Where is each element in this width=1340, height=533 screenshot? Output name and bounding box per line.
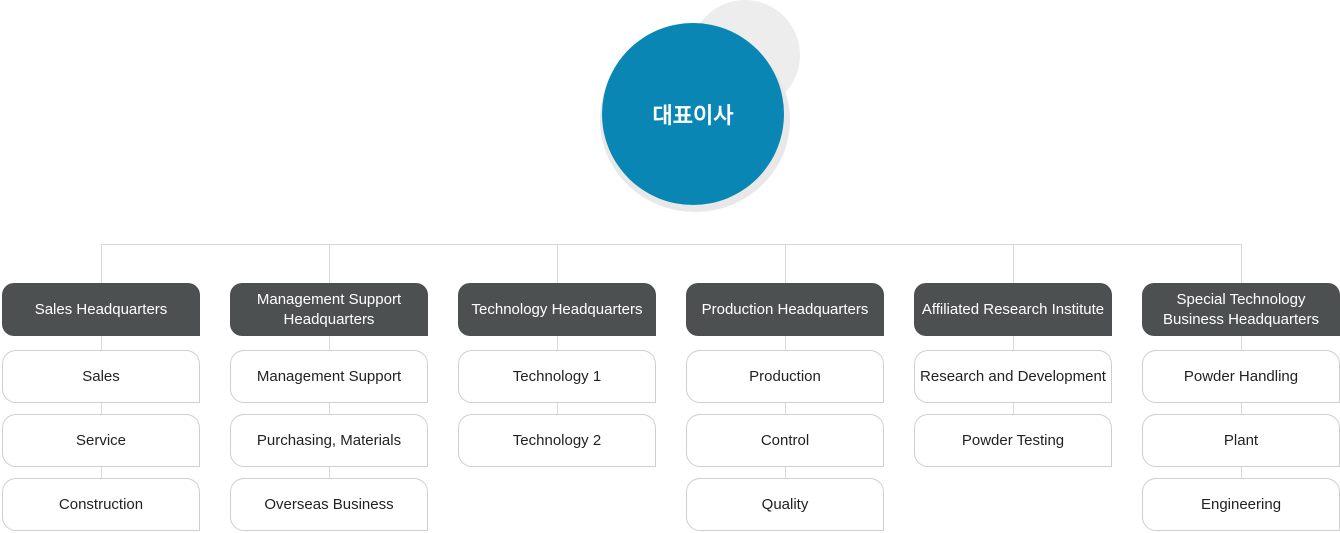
department-head: Technology Headquarters — [458, 283, 656, 336]
team-box: Management Support — [230, 350, 428, 403]
team-box: Control — [686, 414, 884, 467]
team-box: Plant — [1142, 414, 1340, 467]
team-box: Engineering — [1142, 478, 1340, 531]
ceo-label: 대표이사 — [652, 104, 734, 129]
team-box: Powder Testing — [914, 414, 1112, 467]
team-box: Technology 2 — [458, 414, 656, 467]
team-box: Construction — [2, 478, 200, 531]
ceo-node: 대표이사 — [602, 23, 784, 205]
team-box: Powder Handling — [1142, 350, 1340, 403]
department-head: Sales Headquarters — [2, 283, 200, 336]
connector-horizontal — [101, 244, 1242, 245]
department-head: Affiliated Research Institute — [914, 283, 1112, 336]
connector-vertical — [557, 244, 558, 440]
team-box: Quality — [686, 478, 884, 531]
team-box: Purchasing, Materials — [230, 414, 428, 467]
team-box: Overseas Business — [230, 478, 428, 531]
team-box: Research and Development — [914, 350, 1112, 403]
department-head: Production Headquarters — [686, 283, 884, 336]
team-box: Service — [2, 414, 200, 467]
team-box: Production — [686, 350, 884, 403]
team-box: Technology 1 — [458, 350, 656, 403]
team-box: Sales — [2, 350, 200, 403]
connector-vertical — [1013, 244, 1014, 440]
